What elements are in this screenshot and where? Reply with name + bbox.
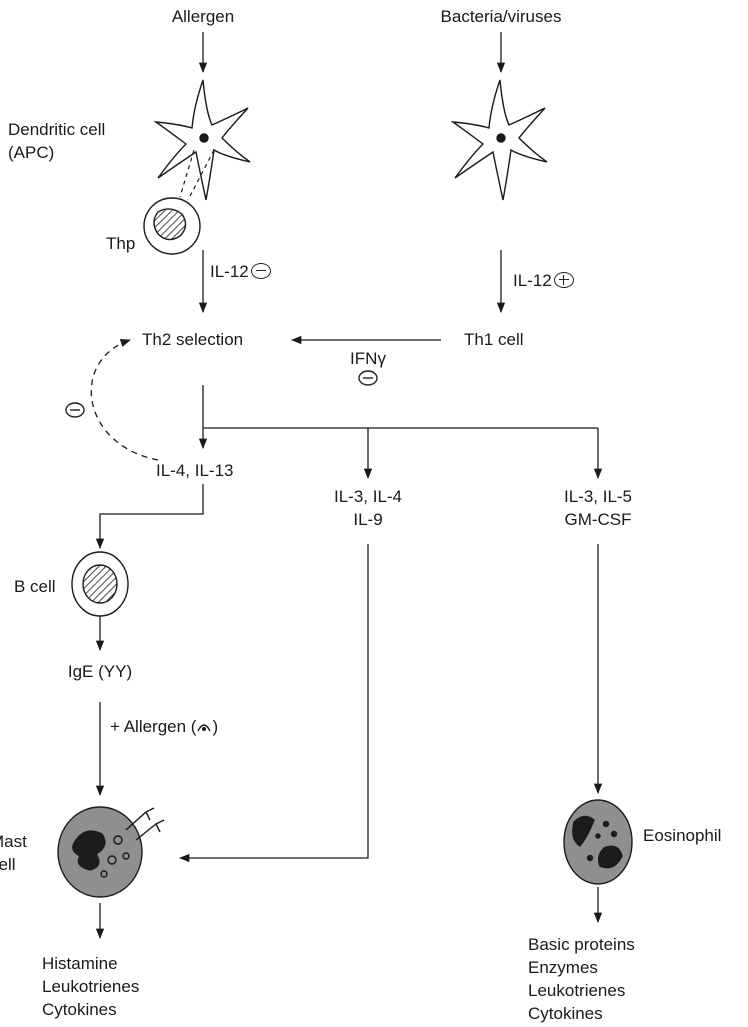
label-dendritic-cell-line1: Dendritic cell xyxy=(8,120,106,139)
label-mast-products: Histamine Leukotrienes Cytokines xyxy=(42,952,139,1021)
label-plus-allergen: + Allergen () xyxy=(110,716,218,738)
dendritic-cell-right-icon xyxy=(450,79,548,201)
thp-cell-icon xyxy=(143,197,201,255)
arrow-il9-to-mast xyxy=(178,544,369,863)
feedback-inhibition-icon xyxy=(65,402,85,418)
eos-product-2: Enzymes xyxy=(528,958,598,977)
label-allergen: Allergen xyxy=(171,7,235,26)
label-bacteria-viruses: Bacteria/viruses xyxy=(440,7,562,26)
label-il12-right-text: IL-12 xyxy=(513,271,552,290)
label-plus-allergen-close: ) xyxy=(212,717,219,736)
label-il3-il5-gmcsf: IL-3, IL-5 GM-CSF xyxy=(564,485,632,531)
label-il3-il4-il9-line2: IL-9 xyxy=(353,510,383,529)
label-il12-left: IL-12 xyxy=(210,261,271,283)
circled-minus-icon xyxy=(250,263,271,279)
label-il12-right: IL-12 xyxy=(513,270,574,292)
allergen-arc-icon xyxy=(196,717,212,732)
label-il3-il4-il9: IL-3, IL-4 IL-9 xyxy=(334,485,402,531)
eos-product-3: Leukotrienes xyxy=(528,981,626,1000)
label-il4-il13: IL-4, IL-13 xyxy=(156,461,234,480)
eos-product-1: Basic proteins xyxy=(528,935,635,954)
label-mast-cell-line1: Mast xyxy=(0,832,27,851)
label-b-cell: B cell xyxy=(14,577,56,596)
dendritic-cell-left-icon xyxy=(153,79,251,201)
label-il3-il5-gmcsf-line2: GM-CSF xyxy=(564,510,632,529)
label-ige: IgE (YY) xyxy=(67,662,133,681)
label-ifn-gamma: IFNγ xyxy=(350,349,386,368)
label-mast-cell: Mast cell xyxy=(0,830,27,876)
label-plus-allergen-text: + Allergen ( xyxy=(110,717,197,736)
dashed-feedback xyxy=(90,339,159,461)
label-dendritic-cell: Dendritic cell (APC) xyxy=(8,118,105,164)
arrow-to-b-cell xyxy=(95,484,204,550)
label-mast-cell-line2: cell xyxy=(0,855,16,874)
label-th1-cell: Th1 cell xyxy=(464,330,524,349)
label-il3-il4-il9-line1: IL-3, IL-4 xyxy=(333,487,403,506)
label-dendritic-cell-line2: (APC) xyxy=(8,143,55,162)
mast-product-3: Cytokines xyxy=(42,1000,117,1019)
b-cell-icon xyxy=(71,551,129,617)
label-eos-products: Basic proteins Enzymes Leukotrienes Cyto… xyxy=(528,933,635,1025)
label-il3-il5-gmcsf-line1: IL-3, IL-5 xyxy=(563,487,633,506)
eosinophil-icon xyxy=(563,799,633,885)
label-thp: Thp xyxy=(106,234,136,253)
mast-product-2: Leukotrienes xyxy=(42,977,140,996)
label-il12-left-text: IL-12 xyxy=(210,262,249,281)
mast-cell-icon xyxy=(57,806,165,898)
label-th2-selection: Th2 selection xyxy=(142,330,244,349)
mast-product-1: Histamine xyxy=(42,954,118,973)
circled-plus-icon xyxy=(553,272,574,288)
eos-product-4: Cytokines xyxy=(528,1004,603,1023)
label-eosinophil: Eosinophil xyxy=(643,826,722,845)
ifn-inhibition-icon xyxy=(358,370,378,386)
